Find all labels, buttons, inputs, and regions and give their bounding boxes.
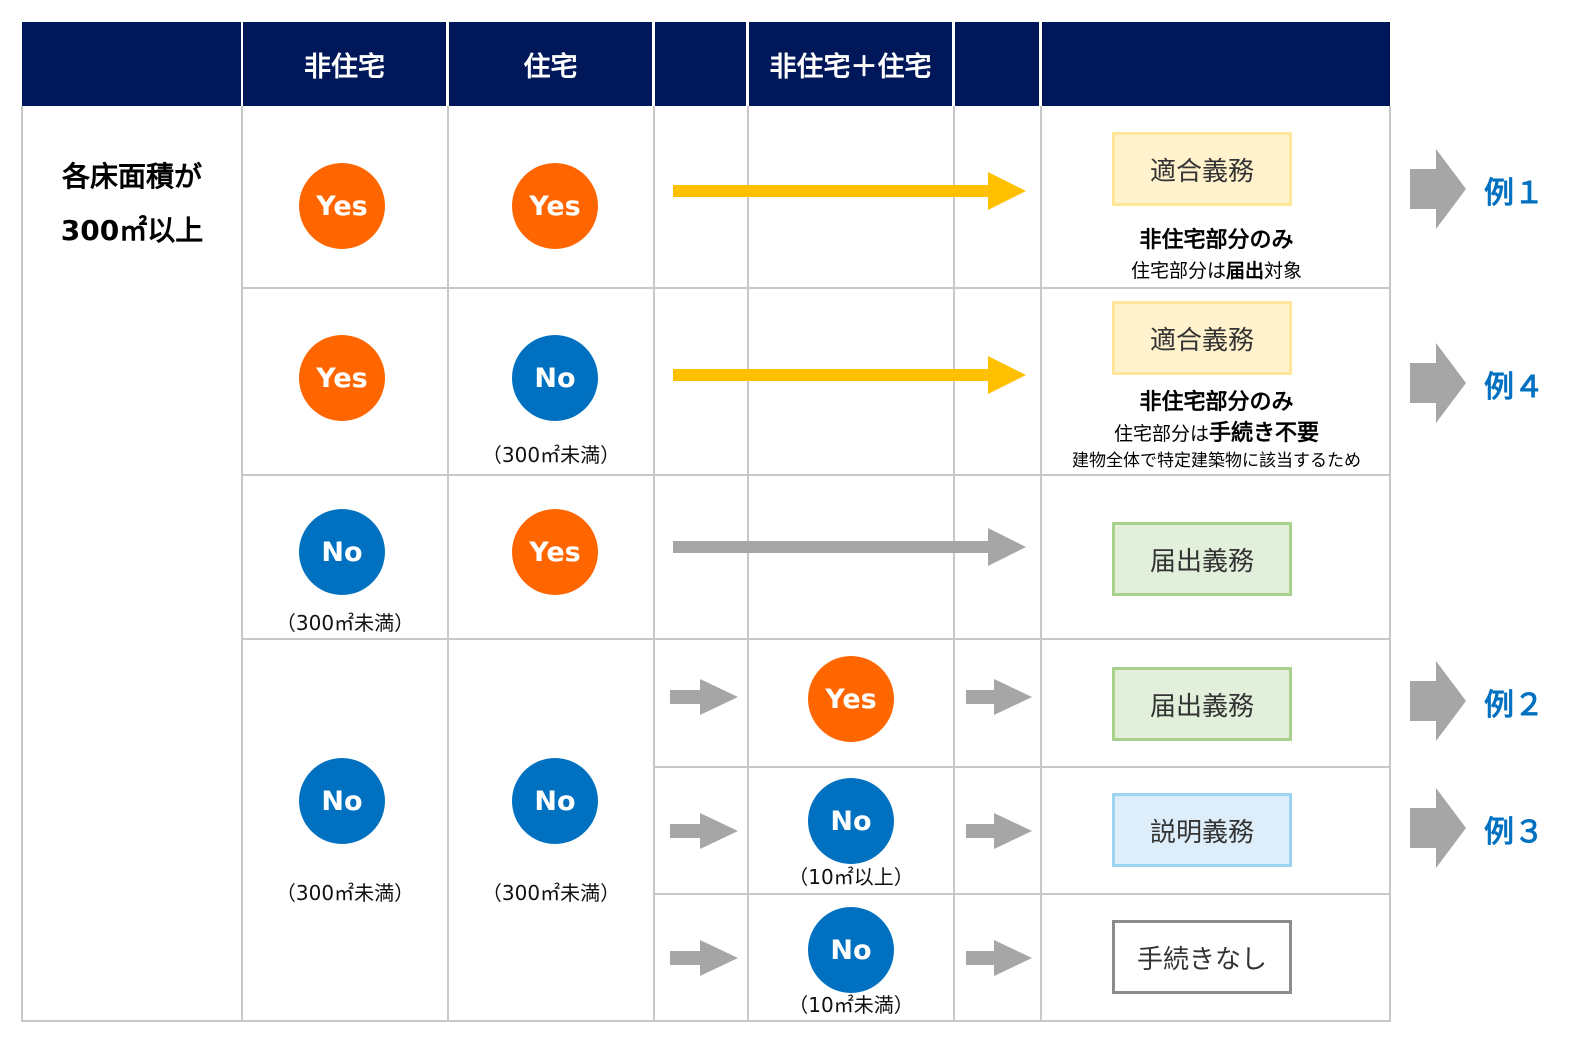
arrow-short-row4-left <box>670 679 738 715</box>
example-1-label: 例１ <box>1484 176 1544 211</box>
result1-note-pre: 住宅部分は <box>1130 260 1226 282</box>
result2-note: 住宅部分は手続き不要 <box>1043 415 1390 447</box>
result2-note-bold: 手続き不要 <box>1209 421 1320 446</box>
result-compliance-1: 適合義務 <box>1112 132 1292 206</box>
row3-nonres-note: （300㎡未満） <box>275 611 415 635</box>
row2-res-note: （300㎡未満） <box>481 443 621 467</box>
header-blank-1 <box>22 22 241 106</box>
row-label-line1: 各床面積が <box>61 160 202 193</box>
combined-no-over10: No <box>808 778 894 864</box>
row3-nonres-no: No <box>299 509 385 595</box>
arrow-short-row6-left <box>670 940 738 976</box>
arrow-short-row5-right <box>966 813 1032 849</box>
result-explanation: 説明義務 <box>1112 793 1292 867</box>
header-blank-2 <box>655 22 746 106</box>
row3-res-yes: Yes <box>512 509 598 595</box>
arrow-long-yellow-row2 <box>673 356 1026 394</box>
row-label: 各床面積が 300㎡以上 <box>22 150 242 258</box>
example-2-label: 例２ <box>1484 688 1544 723</box>
arrow-example-4 <box>1410 343 1466 423</box>
header-result <box>1042 22 1390 106</box>
header-residential: 住宅 <box>449 22 652 106</box>
combined-no-under10: No <box>808 907 894 993</box>
example-4-label: 例４ <box>1484 370 1544 405</box>
row4-res-note: （300㎡未満） <box>481 881 621 905</box>
combined-note-under10: （10㎡未満） <box>788 993 914 1017</box>
result1-note-bold: 届出 <box>1225 260 1264 282</box>
result2-reason: 建物全体で特定建築物に該当するため <box>1072 451 1361 471</box>
result-notification-1: 届出義務 <box>1112 522 1292 596</box>
row2-nonres-yes: Yes <box>299 335 385 421</box>
arrow-short-row4-right <box>966 679 1032 715</box>
arrow-long-gray-row3 <box>673 528 1026 566</box>
row1-nonres-yes: Yes <box>299 163 385 249</box>
row4-res-no: No <box>512 758 598 844</box>
result-compliance-2: 適合義務 <box>1112 301 1292 375</box>
row1-res-yes: Yes <box>512 163 598 249</box>
example-3-label: 例３ <box>1484 815 1544 850</box>
result-notification-2: 届出義務 <box>1112 667 1292 741</box>
header-blank-3 <box>955 22 1039 106</box>
row-label-line2: 300㎡以上 <box>60 214 204 247</box>
header-combined: 非住宅＋住宅 <box>749 22 952 106</box>
arrow-short-row5-left <box>670 813 738 849</box>
arrow-long-yellow-row1 <box>673 172 1026 210</box>
arrow-example-3 <box>1410 788 1466 868</box>
result2-subtitle: 非住宅部分のみ <box>1139 390 1294 415</box>
arrow-example-2 <box>1410 661 1466 741</box>
arrow-short-row6-right <box>966 940 1032 976</box>
row2-res-no: No <box>512 335 598 421</box>
combined-note-over10: （10㎡以上） <box>788 865 914 889</box>
row4-nonres-no: No <box>299 758 385 844</box>
result1-note-post: 対象 <box>1264 260 1303 282</box>
result2-note-pre: 住宅部分は <box>1113 423 1209 445</box>
result-no-procedure: 手続きなし <box>1112 920 1292 994</box>
arrow-example-1 <box>1410 149 1466 229</box>
row4-nonres-note: （300㎡未満） <box>275 881 415 905</box>
result1-note: 住宅部分は届出対象 <box>1043 256 1390 283</box>
combined-yes: Yes <box>808 656 894 742</box>
header-nonresidential: 非住宅 <box>243 22 446 106</box>
result1-subtitle: 非住宅部分のみ <box>1139 228 1294 253</box>
